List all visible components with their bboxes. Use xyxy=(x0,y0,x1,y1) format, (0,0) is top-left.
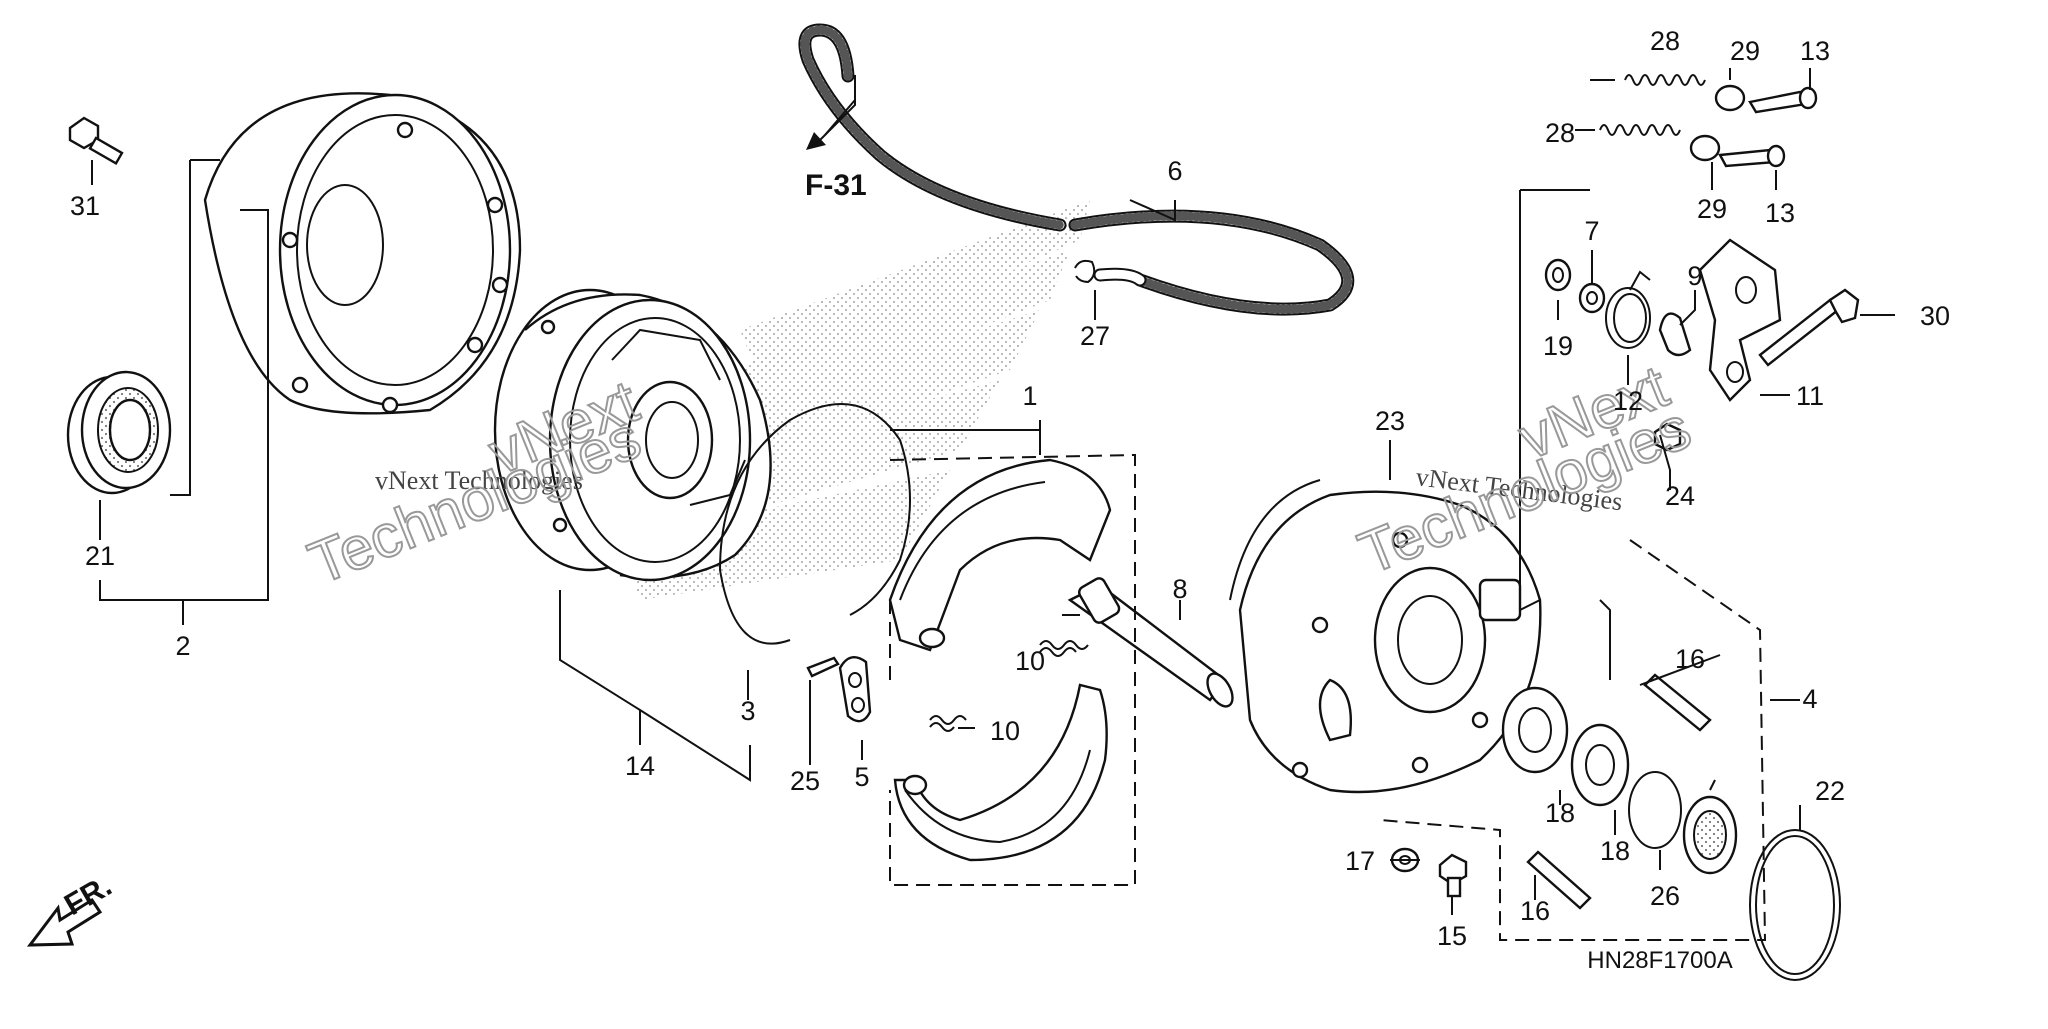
callout-21: 21 xyxy=(85,541,115,571)
bolt-30 xyxy=(1758,288,1860,367)
collar-29-lower xyxy=(1689,134,1721,162)
callout-28b: 28 xyxy=(1545,118,1575,148)
seal-20 xyxy=(1682,795,1738,875)
bolt-15 xyxy=(1438,853,1468,898)
diagram-code: HN28F1700A xyxy=(1587,947,1732,974)
spring-10-lower xyxy=(929,715,967,732)
callout-29a: 29 xyxy=(1730,36,1760,66)
callout-19: 19 xyxy=(1543,331,1573,361)
pin-13-lower xyxy=(1718,144,1786,168)
callout-4: 4 xyxy=(1802,684,1817,714)
brake-cam-shaft-8 xyxy=(1067,577,1234,708)
callout-6: 6 xyxy=(1167,156,1182,186)
brake-panel-23 xyxy=(1229,479,1542,794)
stud-16-upper xyxy=(1643,673,1712,732)
callout-26: 26 xyxy=(1650,881,1680,911)
snap-ring-3 xyxy=(718,403,911,645)
leader-lines xyxy=(91,68,1895,941)
callout-10b: 10 xyxy=(990,716,1020,746)
pin-13-upper xyxy=(1748,86,1818,114)
callout-28a: 28 xyxy=(1650,26,1680,56)
callout-14: 14 xyxy=(625,751,655,781)
callout-8: 8 xyxy=(1172,574,1187,604)
washer-19 xyxy=(1544,258,1572,292)
front-arrow xyxy=(26,897,103,947)
callout-2: 2 xyxy=(175,631,190,661)
callout-3: 3 xyxy=(740,696,755,726)
callout-16b: 16 xyxy=(1520,896,1550,926)
callout-25: 25 xyxy=(790,766,820,796)
callout-18a: 18 xyxy=(1545,798,1575,828)
bearing-18-b xyxy=(1570,723,1630,807)
clip-27 xyxy=(1074,259,1096,284)
breather-hose-6 xyxy=(798,23,1355,316)
callout-7: 7 xyxy=(1584,216,1599,246)
brake-shoe-upper xyxy=(888,458,1112,652)
callout-1: 1 xyxy=(1022,381,1037,411)
reference-label-f31: F-31 xyxy=(805,169,867,202)
callout-13b: 13 xyxy=(1765,198,1795,228)
callout-10a: 10 xyxy=(1015,646,1045,676)
callout-15: 15 xyxy=(1437,921,1467,951)
callout-23: 23 xyxy=(1375,406,1405,436)
callout-17: 17 xyxy=(1345,846,1375,876)
return-spring-12 xyxy=(1605,270,1651,349)
brake-drum-cover-2 xyxy=(203,92,522,415)
cotter-pin-25 xyxy=(806,656,840,678)
spring-28-lower xyxy=(1599,124,1681,136)
collar-29-upper xyxy=(1714,84,1746,112)
spring-28-upper xyxy=(1624,74,1706,86)
callout-12: 12 xyxy=(1613,386,1643,416)
callout-31: 31 xyxy=(70,191,100,221)
callout-11: 11 xyxy=(1796,381,1824,411)
callout-labels: 1 2 3 4 5 6 7 8 9 10 10 11 12 13 13 14 1… xyxy=(59,26,1950,974)
f31-arrow xyxy=(806,75,856,150)
indicator-9 xyxy=(1658,312,1692,357)
watermark-right: vNext Technologies Technologies vNext xyxy=(1349,351,1701,588)
plate-5 xyxy=(838,656,872,723)
svg-text:vNext Technologies: vNext Technologies xyxy=(375,466,583,495)
brake-shoe-lower xyxy=(893,683,1108,862)
spring-10-upper xyxy=(1039,640,1089,657)
o-ring-22 xyxy=(1749,829,1841,981)
circlip-26 xyxy=(1628,771,1682,849)
callout-29b: 29 xyxy=(1697,194,1727,224)
brake-drum-14 xyxy=(493,288,772,582)
nut-24 xyxy=(1653,422,1682,452)
callout-27: 27 xyxy=(1080,321,1110,351)
seal-7 xyxy=(1578,282,1606,314)
stud-16-lower xyxy=(1526,850,1592,910)
callout-24: 24 xyxy=(1665,481,1695,511)
bolt-31 xyxy=(68,116,124,166)
callout-22: 22 xyxy=(1815,776,1845,806)
brake-arm-11 xyxy=(1698,238,1782,402)
callout-30: 30 xyxy=(1920,301,1950,331)
callout-16a: 16 xyxy=(1675,644,1705,674)
oil-seal-21 xyxy=(66,370,172,495)
callout-5: 5 xyxy=(854,762,869,792)
bearing-18-a xyxy=(1501,686,1569,774)
callout-18b: 18 xyxy=(1600,836,1630,866)
callout-13a: 13 xyxy=(1800,36,1830,66)
callout-9: 9 xyxy=(1687,261,1702,291)
